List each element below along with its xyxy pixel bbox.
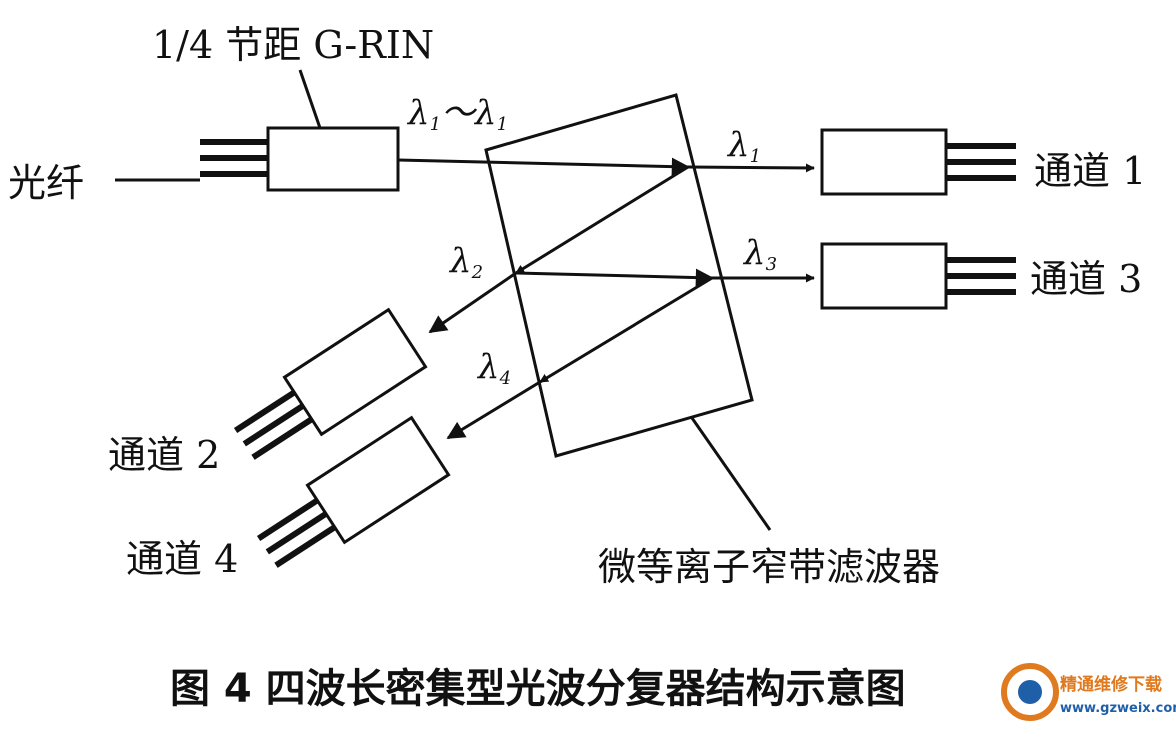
channel2-label: 通道 2 <box>108 433 220 477</box>
lambda-range-label: λ1～λ1 <box>406 93 508 135</box>
channel3-label: 通道 3 <box>1030 257 1142 301</box>
channel4-collimator <box>256 415 451 568</box>
figure-caption: 图 4 四波长密集型光波分复器结构示意图 <box>170 666 906 712</box>
lambda4-label: λ4 <box>476 347 511 389</box>
channel2-collimator <box>233 307 428 460</box>
beam-reflect-2 <box>515 268 714 287</box>
filter-label: 微等离子窄带滤波器 <box>598 545 940 589</box>
input-beam <box>397 157 690 176</box>
grin-lens <box>200 126 400 192</box>
lambda1-label: λ1 <box>726 125 761 167</box>
beam-lambda1-out <box>687 163 815 173</box>
lambda3-label: λ3 <box>742 233 777 275</box>
beam-reflect-1 <box>515 165 689 275</box>
watermark-ring-icon <box>1001 663 1059 721</box>
channel4-label: 通道 4 <box>126 537 238 581</box>
lambda2-label: λ2 <box>448 241 483 283</box>
grin-leader-line <box>298 69 322 129</box>
watermark-logo: 精通维修下载 www.gzweix.com <box>1001 663 1176 721</box>
watermark-name: 精通维修下载 <box>1060 674 1162 695</box>
channel1-collimator <box>820 128 1016 196</box>
watermark-core-icon <box>1018 680 1042 704</box>
beam-lambda4-out <box>446 380 541 440</box>
beam-reflect-3 <box>539 276 713 384</box>
filter-leader-line <box>690 417 772 531</box>
beam-lambda2-out <box>428 271 517 334</box>
filter-block <box>484 93 754 458</box>
watermark-url: www.gzweix.com <box>1060 701 1176 716</box>
grin-label: 1/4 节距 G-RIN <box>152 23 434 67</box>
fiber-label: 光纤 <box>8 161 84 205</box>
channel1-label: 通道 1 <box>1034 149 1146 193</box>
channel3-collimator <box>820 242 1016 310</box>
